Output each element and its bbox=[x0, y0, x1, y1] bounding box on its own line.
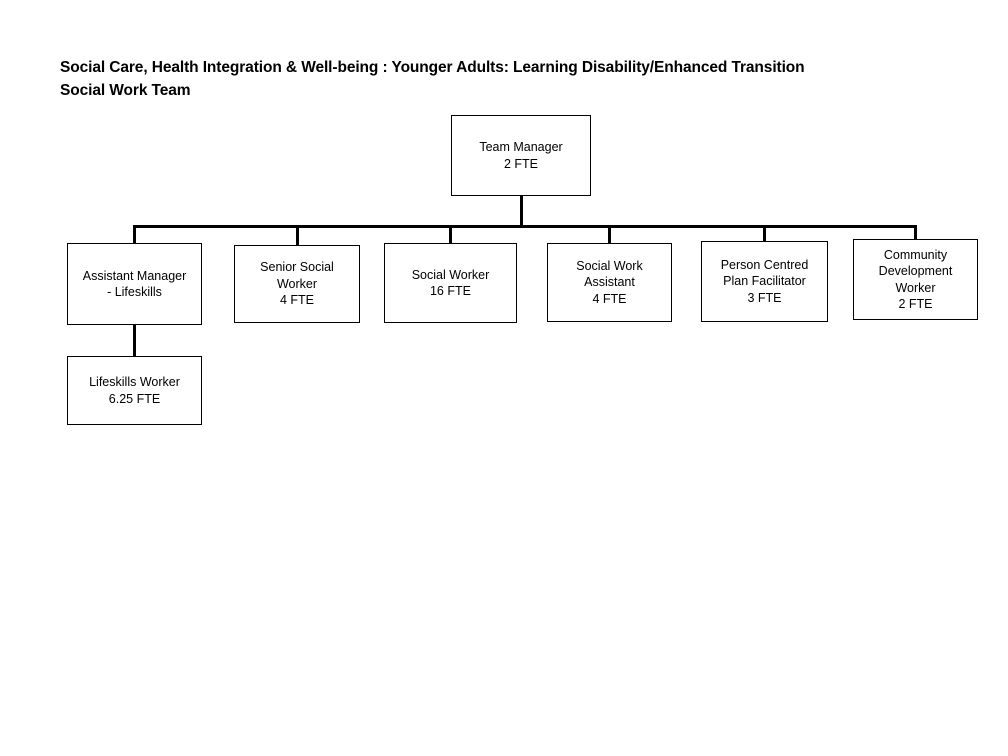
node-social-work-assistant-label: Social Work Assistant 4 FTE bbox=[576, 258, 643, 306]
node-community-development-worker-label: Community Development Worker 2 FTE bbox=[878, 247, 953, 312]
connector-assistant-manager-to-lifeskills-worker bbox=[133, 324, 136, 357]
node-person-centred-plan-facilitator-label: Person Centred Plan Facilitator 3 FTE bbox=[720, 257, 809, 305]
connector-team-manager-stem bbox=[520, 194, 523, 228]
node-team-manager[interactable]: Team Manager 2 FTE bbox=[451, 115, 591, 196]
node-lifeskills-worker-label: Lifeskills Worker 6.25 FTE bbox=[89, 375, 180, 406]
connector-drop-senior-social-worker bbox=[296, 225, 299, 245]
connector-horizontal-bus bbox=[133, 225, 917, 228]
node-social-worker[interactable]: Social Worker 16 FTE bbox=[384, 243, 517, 323]
node-social-work-assistant[interactable]: Social Work Assistant 4 FTE bbox=[547, 243, 672, 322]
page-title: Social Care, Health Integration & Well-b… bbox=[60, 59, 805, 99]
connector-drop-community-development-worker bbox=[914, 225, 917, 240]
connector-drop-social-work-assistant bbox=[608, 225, 611, 244]
connector-drop-person-centred-plan-facilitator bbox=[763, 225, 766, 242]
node-senior-social-worker-label: Senior Social Worker 4 FTE bbox=[260, 260, 334, 308]
connector-drop-assistant-manager bbox=[133, 225, 136, 244]
node-team-manager-label: Team Manager 2 FTE bbox=[479, 140, 563, 171]
node-assistant-manager[interactable]: Assistant Manager - Lifeskills bbox=[67, 243, 202, 325]
connector-drop-social-worker bbox=[449, 225, 452, 244]
node-senior-social-worker[interactable]: Senior Social Worker 4 FTE bbox=[234, 245, 360, 323]
node-community-development-worker[interactable]: Community Development Worker 2 FTE bbox=[853, 239, 978, 320]
node-assistant-manager-label: Assistant Manager - Lifeskills bbox=[82, 268, 187, 300]
node-lifeskills-worker[interactable]: Lifeskills Worker 6.25 FTE bbox=[67, 356, 202, 425]
node-person-centred-plan-facilitator[interactable]: Person Centred Plan Facilitator 3 FTE bbox=[701, 241, 828, 322]
node-social-worker-label: Social Worker 16 FTE bbox=[411, 267, 490, 299]
